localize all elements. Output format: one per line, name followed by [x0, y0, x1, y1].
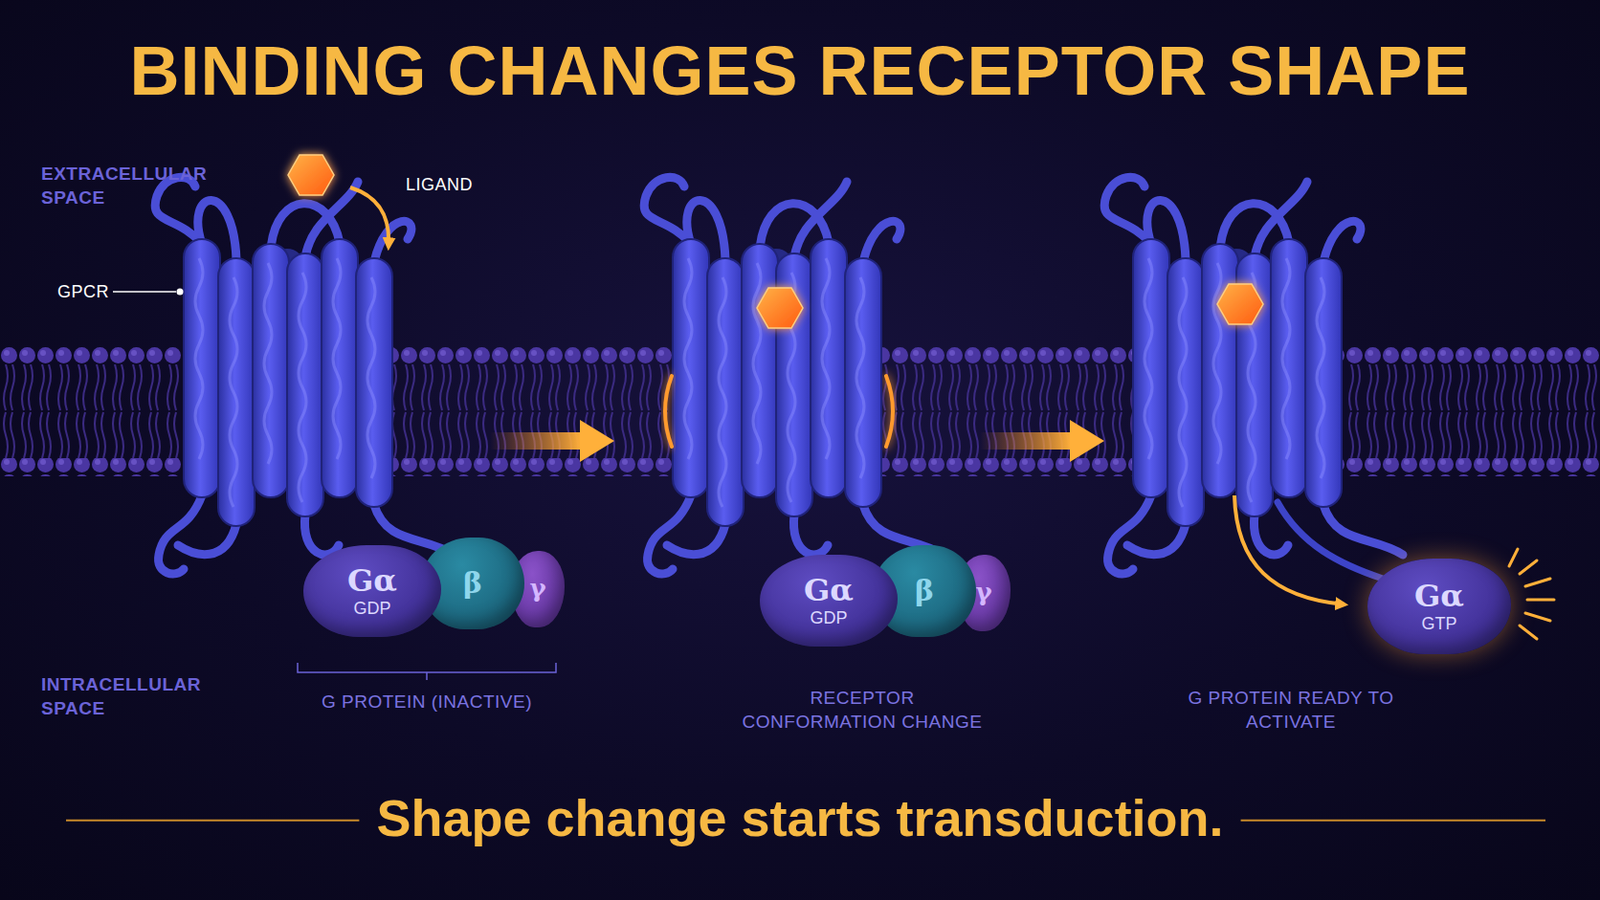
- stage-label: G PROTEIN READY TO ACTIVATE: [1180, 687, 1401, 734]
- subunit-name: γ: [529, 575, 546, 604]
- part-label: LIGAND: [405, 174, 473, 197]
- group-bracket: [297, 663, 556, 681]
- shape-change-mark: [665, 376, 672, 447]
- caption-rule: [1241, 820, 1546, 823]
- g-alpha-subunit: GαGDP: [303, 545, 442, 638]
- leader-line: [112, 290, 177, 293]
- nucleotide-label: GDP: [353, 599, 391, 620]
- stage-arrow: [489, 420, 615, 463]
- gpcr-receptor: [1104, 177, 1403, 575]
- ligand-hexagon: [756, 288, 803, 329]
- gpcr-receptor: [644, 177, 943, 575]
- caption: Shape change starts transduction.: [376, 790, 1223, 847]
- subunit-name: β: [914, 575, 934, 609]
- subunit-name: β: [463, 567, 483, 601]
- region-label: EXTRACELLULAR SPACE: [41, 162, 233, 210]
- stage-label: RECEPTOR CONFORMATION CHANGE: [709, 687, 1016, 734]
- stage-label: G PROTEIN (INACTIVE): [273, 690, 580, 715]
- receptor-tail: [1277, 502, 1383, 579]
- activation-rays: [1509, 549, 1555, 640]
- title: BINDING CHANGES RECEPTOR SHAPE: [0, 36, 1600, 106]
- part-label: GPCR: [57, 281, 110, 304]
- subunit-name: Gα: [347, 563, 398, 600]
- g-alpha-subunit: GαGDP: [759, 555, 898, 647]
- binding-arrow: [350, 187, 389, 247]
- caption-rule: [66, 820, 359, 823]
- subunit-name: γ: [975, 578, 992, 608]
- subunit-name: Gα: [803, 573, 854, 609]
- g-alpha-subunit: GαGTP: [1367, 558, 1512, 655]
- region-label: INTRACELLULAR SPACE: [41, 673, 233, 721]
- nucleotide-label: GTP: [1421, 614, 1457, 635]
- ligand-hexagon: [1217, 284, 1264, 325]
- ligand-hexagon: [288, 155, 334, 196]
- stage-arrow: [979, 420, 1105, 463]
- activation-arrow: [1234, 495, 1345, 605]
- gpcr-receptor: [155, 177, 454, 575]
- subunit-name: Gα: [1414, 578, 1465, 615]
- nucleotide-label: GDP: [809, 608, 847, 629]
- shape-change-mark: [886, 376, 893, 447]
- leader-dot: [177, 288, 184, 296]
